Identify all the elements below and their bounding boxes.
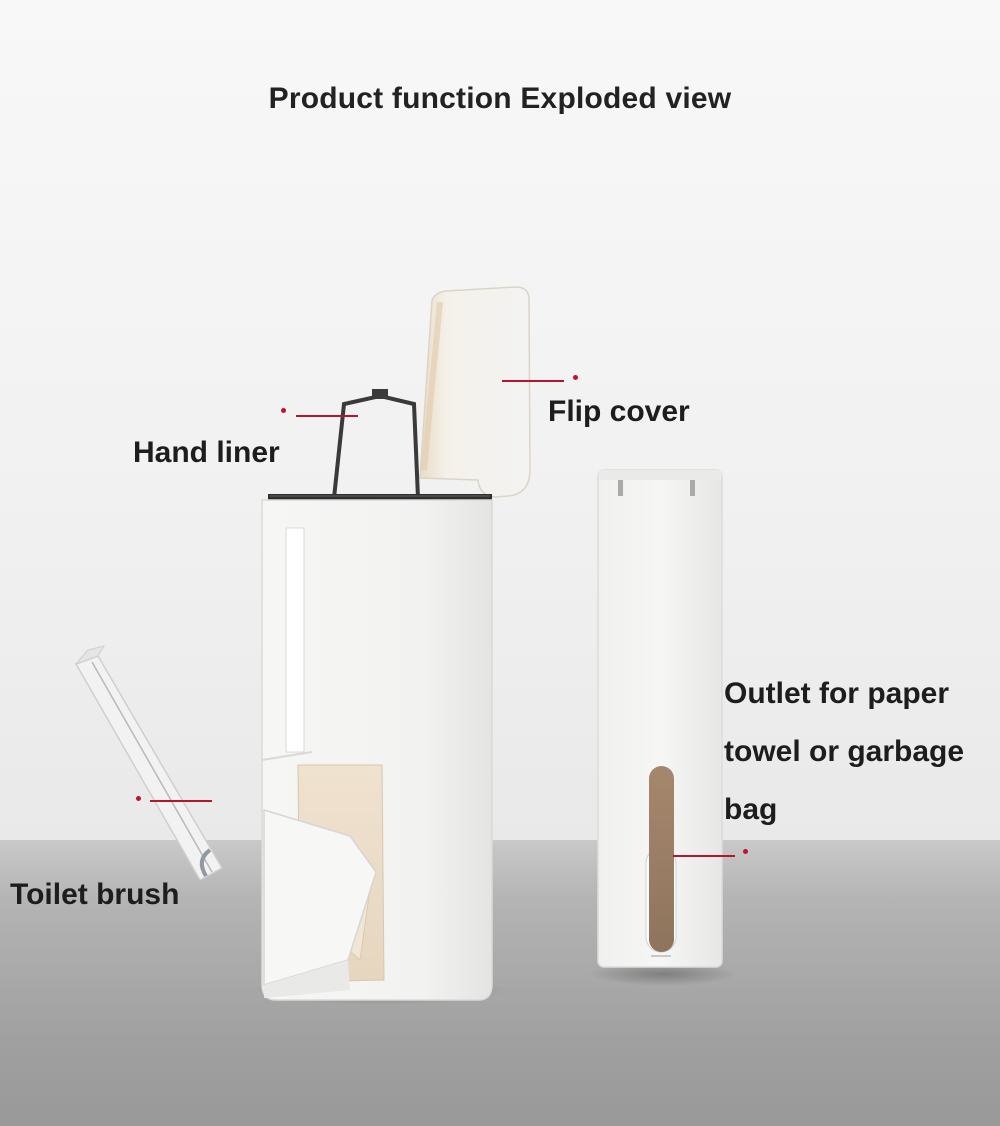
outlet-leader-line xyxy=(673,855,735,857)
page-title: Product function Exploded view xyxy=(268,82,732,115)
paper-dispenser xyxy=(597,469,723,968)
outlet-leader-dot xyxy=(743,849,748,854)
toilet-brush-leader-line xyxy=(150,800,212,802)
flip-cover-leader-line xyxy=(502,380,564,382)
flip-cover-label: Flip cover xyxy=(548,395,690,428)
hand-liner-leader-dot xyxy=(281,408,286,413)
outlet-label-line-1: Outlet for paper xyxy=(724,677,950,710)
floor-surface xyxy=(0,840,1000,1126)
toilet-brush-label: Toilet brush xyxy=(10,878,180,911)
toilet-brush-handle xyxy=(74,645,224,882)
outlet-label-line-3: bag xyxy=(724,793,778,826)
hand-liner-leader-line xyxy=(296,415,358,417)
hand-liner-handle xyxy=(332,389,420,499)
hand-liner-label: Hand liner xyxy=(133,436,280,469)
flip-cover xyxy=(419,286,531,498)
outlet-label-line-2: towel or garbage xyxy=(724,735,965,768)
toilet-brush-leader-dot xyxy=(136,796,141,801)
flip-cover-leader-dot xyxy=(573,375,578,380)
brush-holder xyxy=(263,808,377,998)
outlet-label: Outlet for paper towel or garbage bag xyxy=(724,665,964,839)
